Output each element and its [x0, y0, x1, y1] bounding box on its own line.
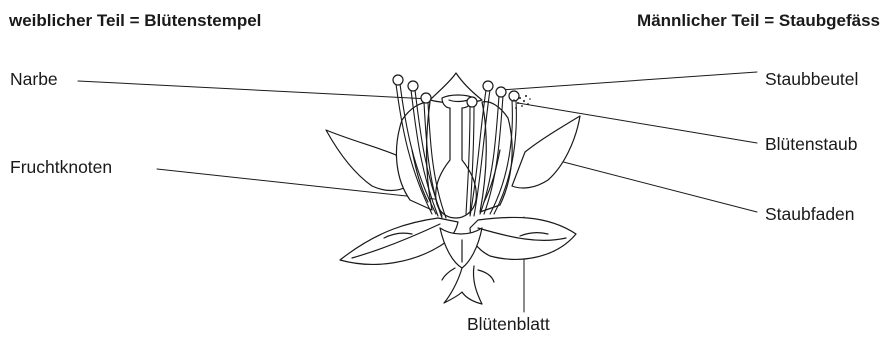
anther-5: [496, 87, 506, 97]
petal-front-center: [440, 228, 482, 268]
petal-back-right: [512, 116, 580, 188]
anther-6: [467, 97, 477, 107]
petal-back-left: [326, 130, 408, 191]
petal-inner-right: [480, 102, 512, 212]
anther-3: [421, 93, 431, 103]
anther-4: [483, 81, 493, 91]
anther-1: [393, 75, 403, 85]
front-petals: [340, 217, 576, 268]
leader-line-staubbeutel: [500, 72, 757, 90]
anther-2: [408, 81, 418, 91]
stem: [442, 266, 494, 304]
leader-line-staubfaden: [544, 157, 757, 212]
